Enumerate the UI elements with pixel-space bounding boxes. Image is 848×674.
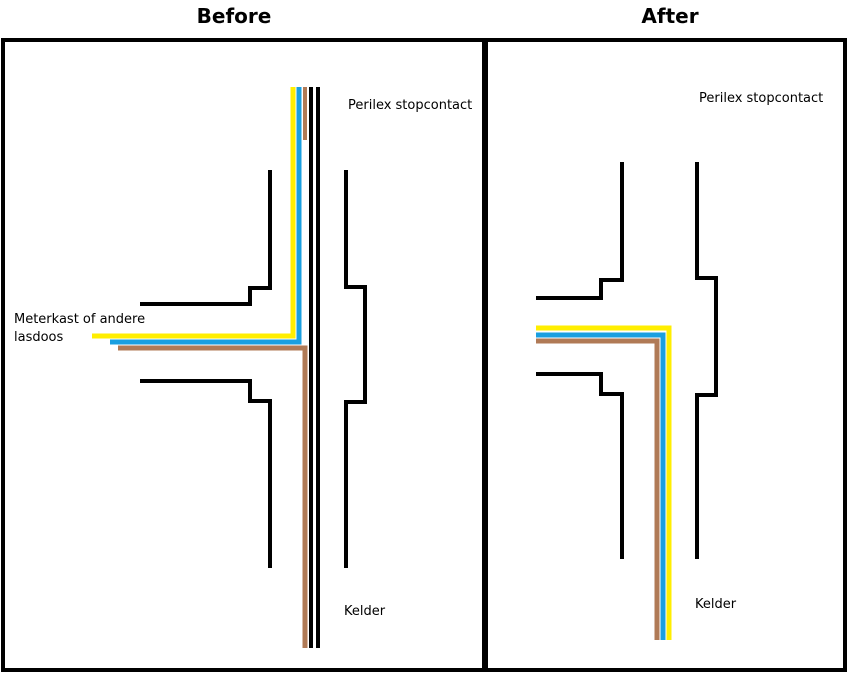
before-label-left-line1: Meterkast of andere bbox=[14, 312, 146, 327]
after-left-wall-lower bbox=[536, 372, 624, 559]
before-right-wall bbox=[344, 170, 367, 568]
before-label-top: Perilex stopcontact bbox=[348, 98, 473, 113]
after-label-top: Perilex stopcontact bbox=[699, 91, 824, 106]
before-left-wall-upper bbox=[140, 170, 272, 306]
before-yellow-cable bbox=[92, 87, 296, 339]
after-blue-cable bbox=[536, 332, 666, 640]
after-right-wall bbox=[695, 162, 718, 559]
after-brown-cable bbox=[536, 338, 660, 640]
panel-before-heading: Before bbox=[196, 4, 272, 28]
before-blue-cable bbox=[110, 87, 302, 345]
before-label-left-line2: lasdoos bbox=[14, 330, 64, 345]
before-left-wall-lower bbox=[140, 379, 272, 568]
after-label-bottom: Kelder bbox=[695, 597, 737, 612]
panel-after-heading: After bbox=[641, 4, 699, 28]
before-label-bottom: Kelder bbox=[344, 604, 386, 619]
panel-before-frame bbox=[1, 38, 486, 672]
panel-after-frame bbox=[484, 38, 847, 672]
after-yellow-cable bbox=[536, 325, 672, 640]
before-brown-cable bbox=[118, 345, 308, 648]
after-left-wall-upper bbox=[536, 162, 624, 300]
